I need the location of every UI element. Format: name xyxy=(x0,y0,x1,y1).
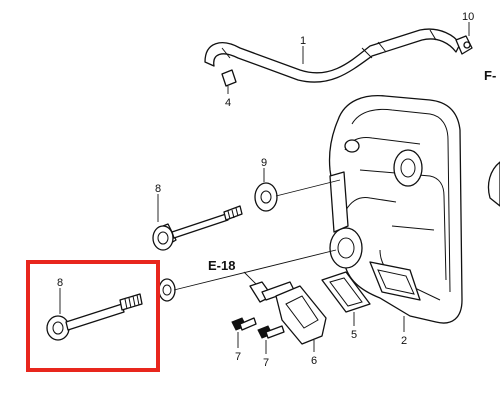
callout-bolt-upper: 8 xyxy=(155,183,161,195)
hose-clip xyxy=(455,35,473,55)
callout-gasket: 5 xyxy=(351,329,357,341)
highlight-box xyxy=(26,260,160,372)
callout-cover: 2 xyxy=(401,335,407,347)
callout-hose: 1 xyxy=(300,35,306,47)
bolt-upper xyxy=(152,205,243,251)
callout-bolt-highlighted: 8 xyxy=(57,277,63,289)
screw-a xyxy=(231,317,257,331)
callout-screw-a: 7 xyxy=(235,351,241,363)
seal-ring xyxy=(254,182,278,212)
hose-clamp xyxy=(221,69,237,87)
callout-screw-b: 7 xyxy=(263,357,269,369)
callout-hose-clip: 10 xyxy=(462,11,474,23)
direction-label: F- xyxy=(484,68,496,83)
leader-lines xyxy=(59,22,470,354)
reference-label: E-18 xyxy=(208,258,235,273)
washer xyxy=(158,278,176,302)
adjacent-part xyxy=(487,161,500,207)
callout-seal-ring: 9 xyxy=(261,157,267,169)
callout-cap: 6 xyxy=(311,355,317,367)
callout-clamp: 4 xyxy=(225,97,231,109)
cylinder-head-cover xyxy=(328,94,463,324)
gasket xyxy=(321,271,371,313)
cap-separator xyxy=(275,285,327,345)
breather-hose xyxy=(204,28,461,83)
bolt-highlighted xyxy=(46,293,143,341)
screw-b xyxy=(257,325,285,339)
